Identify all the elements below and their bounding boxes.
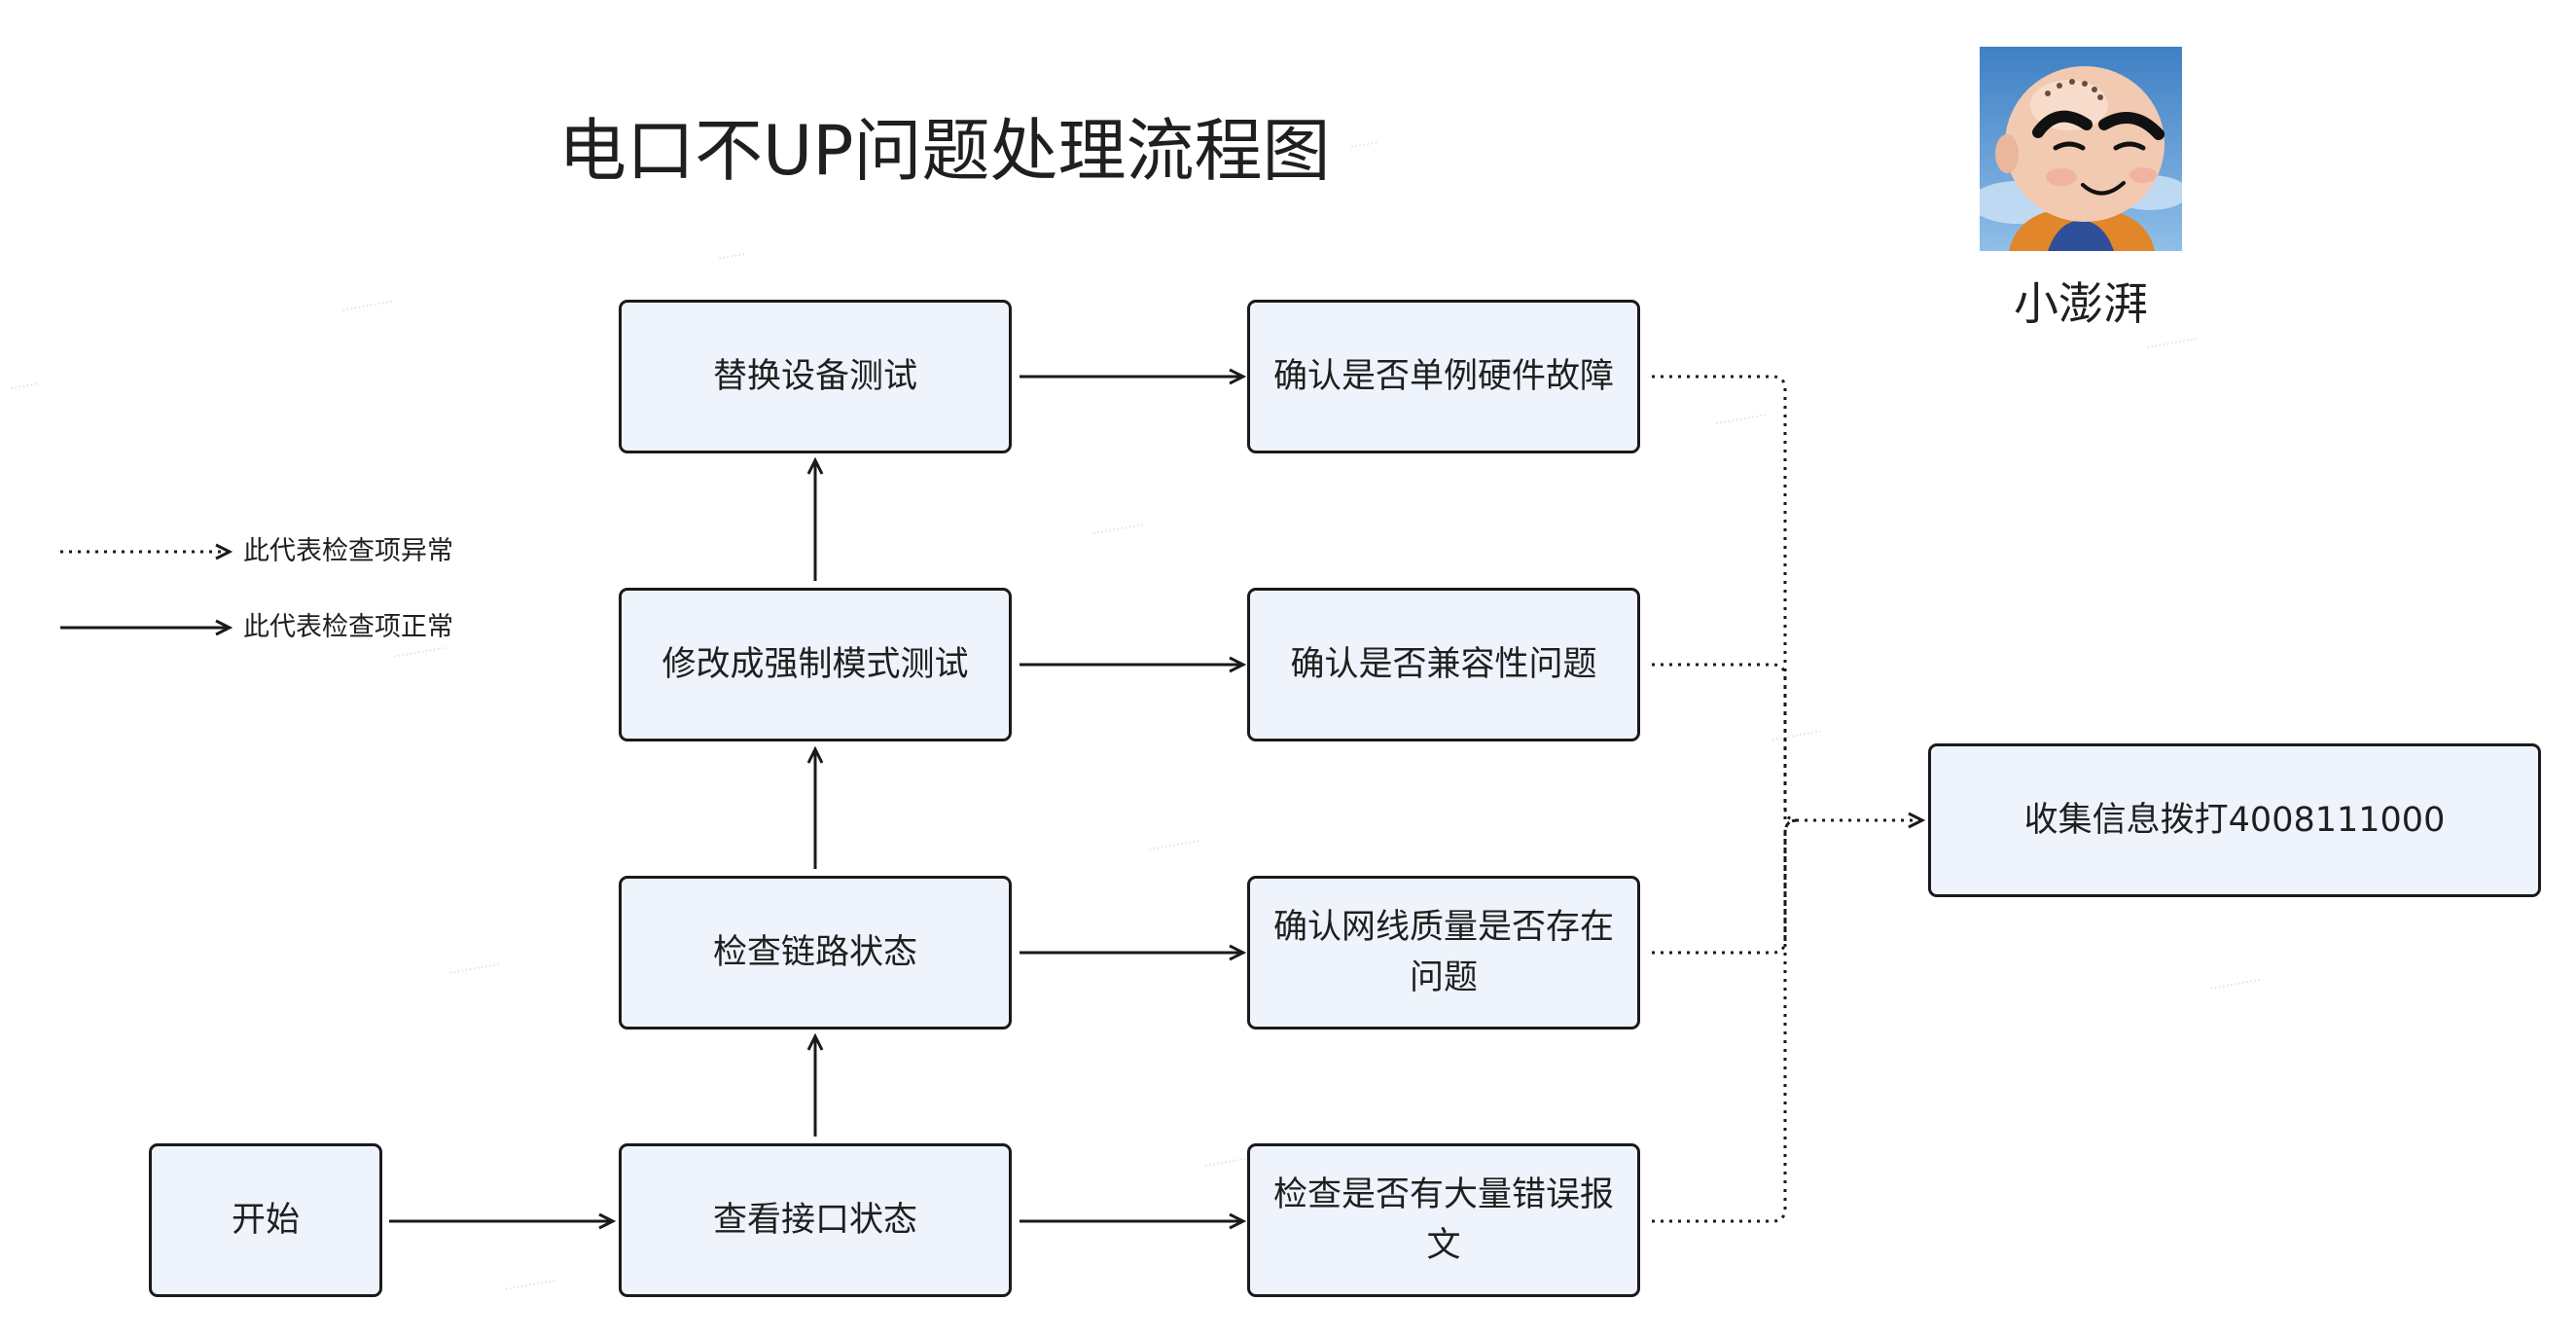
dotted-compat-to-collect bbox=[1652, 663, 1787, 820]
author-avatar bbox=[1980, 47, 2182, 251]
node-check-errors: 检查是否有大量错误报文 bbox=[1247, 1143, 1640, 1297]
node-force-mode: 修改成强制模式测试 bbox=[619, 588, 1012, 741]
page-title: 电口不UP问题处理流程图 bbox=[558, 111, 1331, 191]
svg-text:·············: ············· bbox=[1714, 409, 1769, 432]
svg-text:·············: ············· bbox=[503, 1274, 557, 1297]
svg-text:·············: ············· bbox=[1147, 835, 1201, 858]
svg-text:·······: ······· bbox=[717, 247, 747, 267]
svg-text:·············: ············· bbox=[340, 295, 395, 318]
svg-text:·············: ············· bbox=[447, 958, 502, 981]
author-name: 小澎湃 bbox=[2014, 277, 2148, 330]
watermark-layer: ······· ············· ······· ······· ··… bbox=[9, 136, 2263, 1298]
node-confirm-hardware: 确认是否单例硬件故障 bbox=[1247, 300, 1640, 453]
node-replace-device: 替换设备测试 bbox=[619, 300, 1012, 453]
node-confirm-compat: 确认是否兼容性问题 bbox=[1247, 588, 1640, 741]
svg-text:·············: ············· bbox=[2145, 333, 2200, 356]
avatar-image bbox=[1980, 47, 2182, 251]
node-check-port: 查看接口状态 bbox=[619, 1143, 1012, 1297]
dotted-errors-to-collect bbox=[1652, 818, 1799, 1223]
dotted-hardware-to-collect bbox=[1652, 375, 1922, 820]
node-collect-info: 收集信息拨打4008111000 bbox=[1928, 743, 2541, 897]
legend-solid-label: 此代表检查项正常 bbox=[243, 612, 453, 642]
svg-text:·······: ······· bbox=[9, 378, 39, 397]
node-confirm-cable: 确认网线质量是否存在问题 bbox=[1247, 876, 1640, 1030]
svg-text:·······: ······· bbox=[1349, 136, 1379, 156]
svg-text:·············: ············· bbox=[2208, 973, 2263, 996]
svg-text:·············: ············· bbox=[1091, 519, 1146, 542]
node-check-link: 检查链路状态 bbox=[619, 876, 1012, 1030]
svg-text:·············: ············· bbox=[1770, 725, 1824, 748]
legend-dotted-label: 此代表检查项异常 bbox=[243, 536, 453, 566]
dotted-cable-to-collect bbox=[1652, 818, 1799, 955]
node-start: 开始 bbox=[149, 1143, 382, 1297]
svg-text:·············: ············· bbox=[392, 641, 447, 665]
